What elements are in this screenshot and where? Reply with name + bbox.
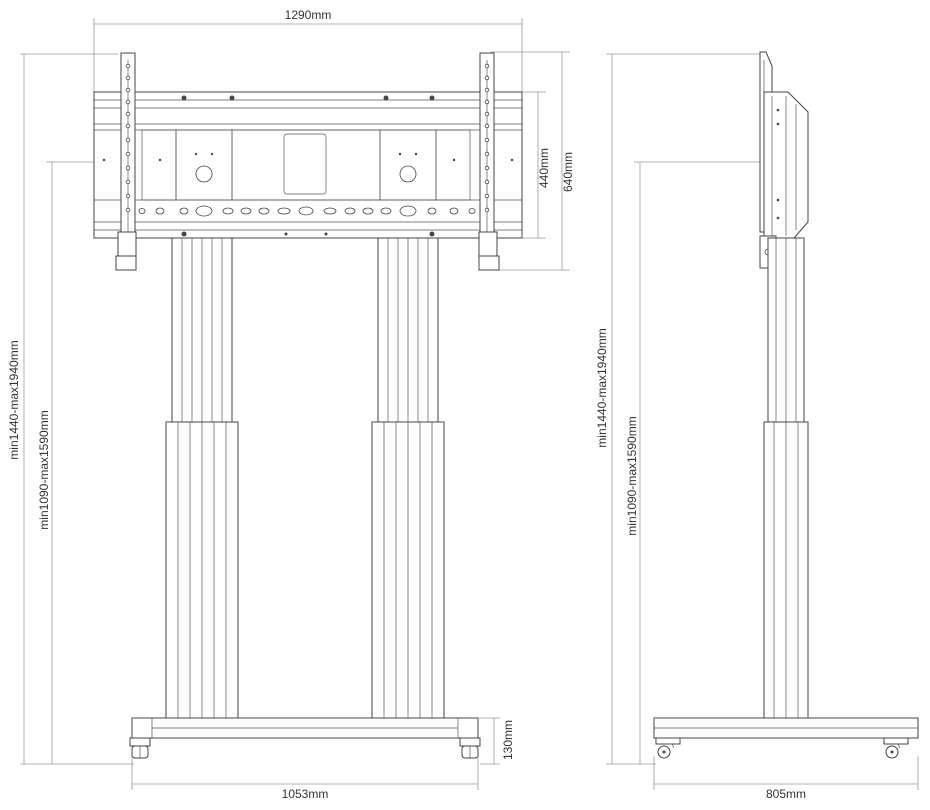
front-caster-left	[129, 737, 151, 759]
front-center-height-label: min1090-max1590mm	[37, 410, 51, 529]
side-view: min1440-max1940mm min1090-max1590mm	[595, 51, 919, 801]
mounting-plate	[93, 91, 523, 239]
plate-640-label: 640mm	[561, 152, 575, 192]
front-column-right	[371, 237, 445, 719]
base-height-dimension: 130mm	[478, 717, 515, 765]
front-base	[129, 717, 481, 759]
vesa-arm-right	[478, 52, 500, 271]
base-height-label: 130mm	[501, 720, 515, 760]
front-view: 1290mm 440mm 640mm min1440-max1940mm min…	[7, 8, 575, 801]
base-width-dimension: 1053mm	[131, 756, 479, 801]
side-center-height-label: min1090-max1590mm	[625, 416, 639, 535]
side-base	[653, 717, 919, 759]
side-total-height-label: min1440-max1940mm	[595, 328, 609, 447]
base-depth-label: 805mm	[766, 787, 806, 801]
base-width-label: 1053mm	[282, 787, 329, 801]
side-caster-right	[883, 737, 909, 759]
front-height-dimensions: min1440-max1940mm min1090-max1590mm	[7, 53, 134, 765]
slot-row	[138, 205, 476, 217]
vesa-arm-left	[115, 52, 137, 271]
plate-440-label: 440mm	[537, 148, 551, 188]
side-caster-left	[655, 737, 681, 759]
front-width-dimension: 1290mm	[93, 8, 523, 92]
front-caster-right	[459, 737, 481, 759]
front-column-left	[165, 237, 239, 719]
base-depth-dimension: 805mm	[653, 756, 919, 801]
front-width-label: 1290mm	[285, 8, 332, 22]
side-height-dimensions: min1440-max1940mm min1090-max1590mm	[595, 53, 776, 765]
side-column	[763, 237, 809, 719]
front-total-height-label: min1440-max1940mm	[7, 340, 21, 459]
plate-height-dimensions: 440mm 640mm	[490, 51, 575, 271]
